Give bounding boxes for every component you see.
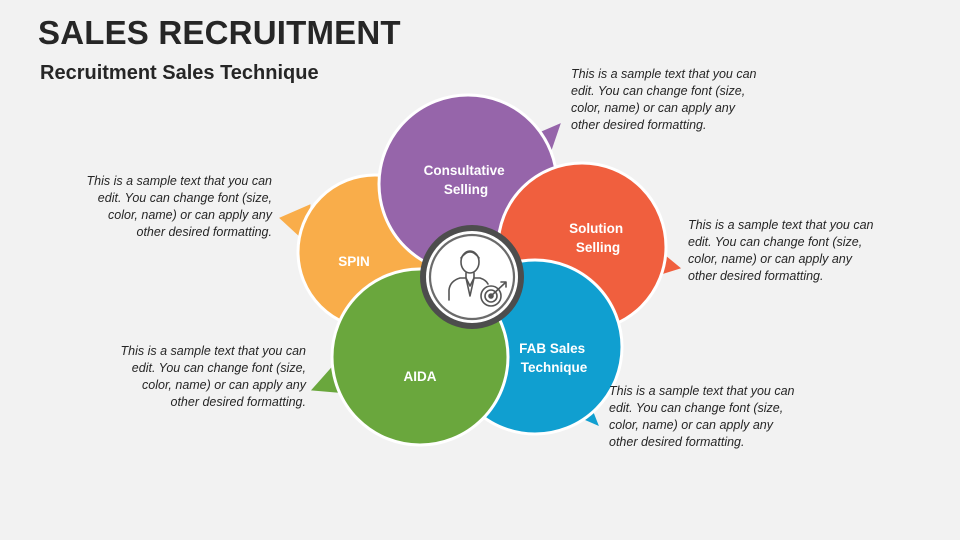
recruiter-target-icon [448, 250, 507, 307]
description-fab: This is a sample text that you can edit.… [609, 384, 795, 449]
segment-aida-label: AIDA [404, 369, 437, 384]
center-hub [420, 225, 524, 329]
slide-subtitle: Recruitment Sales Technique [40, 62, 319, 84]
segment-consultative-label: Consultative Selling [424, 163, 509, 197]
segment-consultative-label-line-1: Consultative [424, 163, 506, 178]
description-consultative: This is a sample text that you can edit.… [571, 67, 757, 132]
description-aida: This is a sample text that you can edit.… [120, 344, 306, 409]
segment-solution-label-line-1: Solution [569, 221, 623, 236]
segment-solution-label-line-2: Selling [576, 240, 620, 255]
description-solution: This is a sample text that you can edit.… [688, 218, 874, 283]
center-hub-inner-ring [428, 233, 516, 321]
segment-spin-label: SPIN [338, 254, 370, 269]
segment-solution-label: Solution Selling [569, 221, 627, 255]
segment-fab-label-line-1: FAB Sales [519, 341, 585, 356]
segment-aida-label-line: AIDA [404, 369, 437, 384]
segment-consultative-label-line-2: Selling [444, 182, 488, 197]
segment-fab-label: FAB Sales Technique [519, 341, 589, 375]
segment-fab-label-line-2: Technique [521, 360, 588, 375]
segment-spin-label-line: SPIN [338, 254, 370, 269]
description-spin: This is a sample text that you can edit.… [86, 174, 272, 239]
slide-title: SALES RECRUITMENT [38, 14, 401, 51]
